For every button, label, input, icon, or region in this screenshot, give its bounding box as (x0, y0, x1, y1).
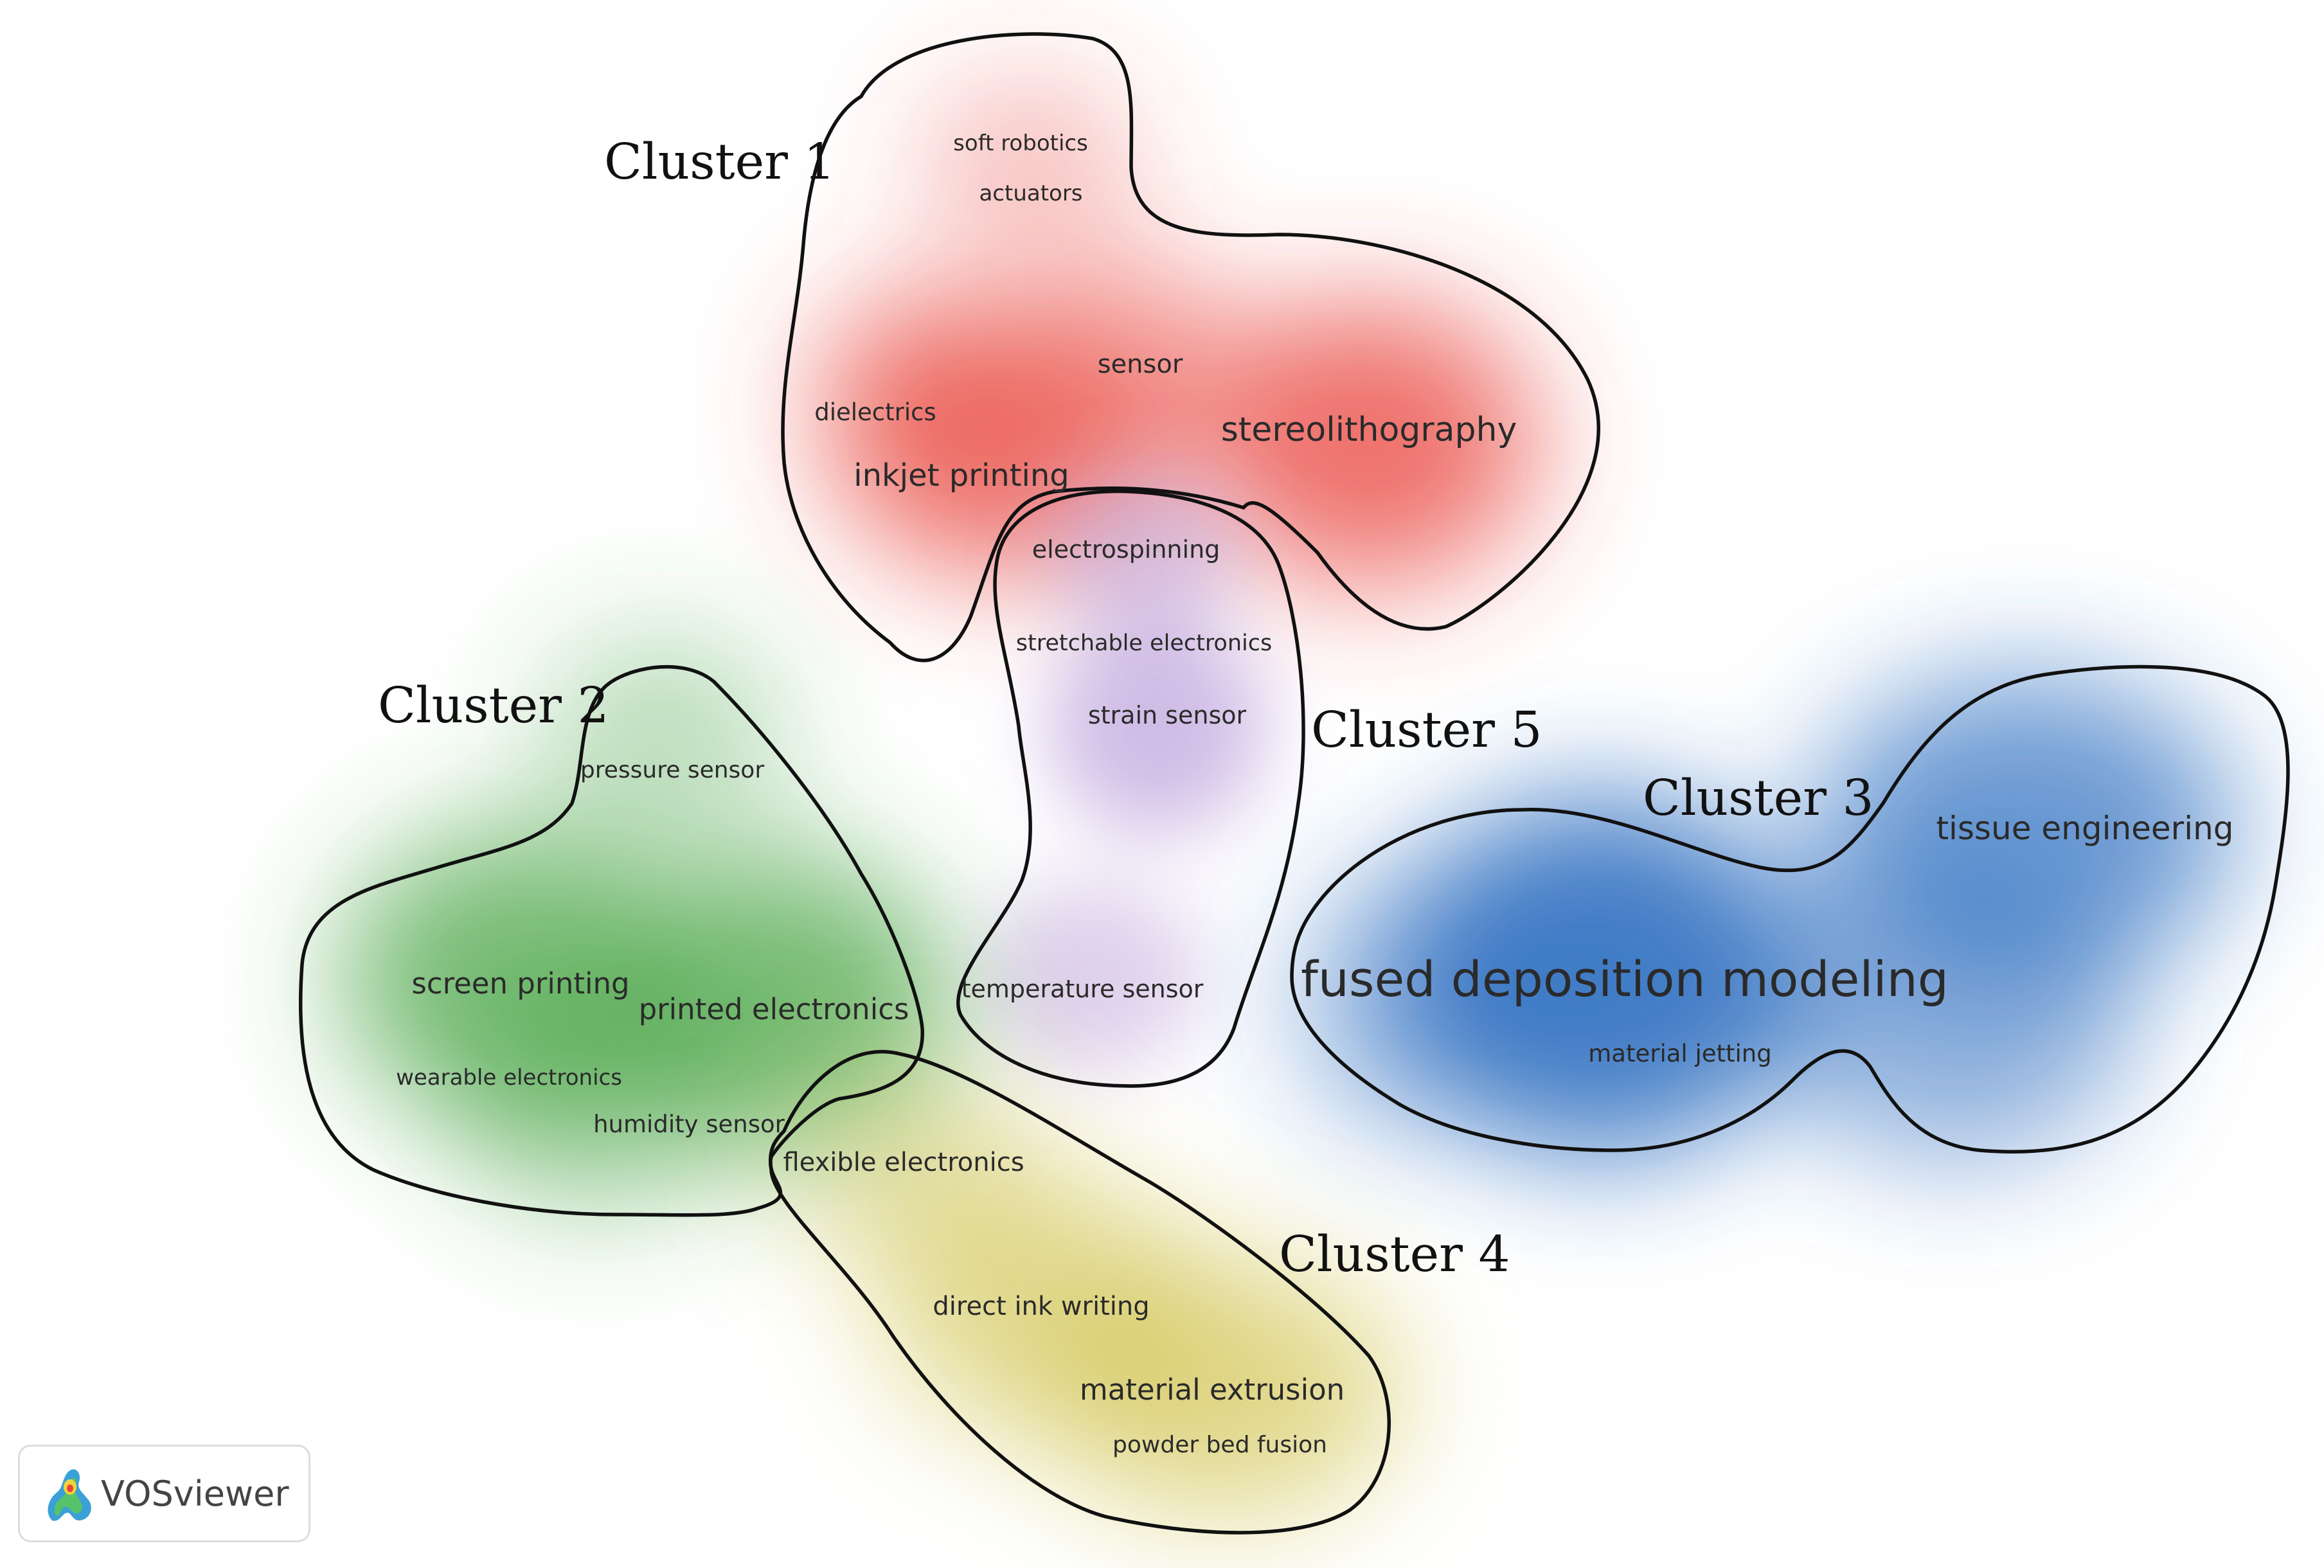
cluster-2-density (341, 630, 951, 1215)
term-label: stretchable electronics (1016, 630, 1272, 656)
cluster-3-title: Cluster 3 (1643, 770, 1873, 827)
term-label: soft robotics (953, 130, 1088, 156)
cluster-4-density (784, 1073, 1401, 1517)
term-label: wearable electronics (396, 1065, 622, 1091)
cluster-1-title: Cluster 1 (604, 134, 835, 191)
cluster-3-outline (1290, 664, 2290, 1154)
vosviewer-brand-name: VOSviewer (101, 1473, 289, 1514)
cluster-4-title: Cluster 4 (1279, 1226, 1510, 1283)
cluster-5-title: Cluster 5 (1311, 702, 1542, 759)
term-label: inkjet printing (854, 458, 1069, 494)
cluster-4-outline (769, 1049, 1391, 1535)
term-label: material jetting (1588, 1040, 1771, 1067)
cluster-2-title: Cluster 2 (378, 677, 609, 735)
term-label: fused deposition modeling (1301, 950, 1949, 1008)
cluster-5-outline (956, 489, 1305, 1088)
term-label: material extrusion (1080, 1373, 1345, 1407)
term-label: temperature sensor (961, 975, 1204, 1003)
term-label: flexible electronics (783, 1148, 1024, 1177)
vosviewer-brand-badge[interactable]: VOSviewer (18, 1445, 310, 1542)
cluster-5-density (983, 476, 1266, 1073)
term-label: electrospinning (1032, 535, 1220, 564)
cluster-outlines (298, 32, 2290, 1535)
cluster-titles: Cluster 1 Cluster 2 Cluster 3 Cluster 4 … (378, 134, 1873, 1283)
term-label: printed electronics (639, 992, 909, 1026)
vosviewer-logo-icon (48, 1469, 91, 1521)
cluster-1-outline (781, 32, 1600, 663)
term-label: strain sensor (1088, 701, 1247, 729)
term-label: screen printing (411, 967, 629, 1001)
term-label: humidity sensor (593, 1110, 785, 1138)
term-label: tissue engineering (1936, 810, 2233, 847)
density-layer (341, 77, 2237, 1517)
term-labels: soft robotics actuators sensor dielectri… (396, 130, 2234, 1458)
term-label: dielectrics (814, 398, 936, 426)
term-label: pressure sensor (580, 757, 764, 783)
term-label: direct ink writing (933, 1292, 1149, 1321)
term-label: powder bed fusion (1113, 1432, 1327, 1458)
term-label: sensor (1098, 350, 1183, 379)
term-label: actuators (979, 181, 1082, 206)
cluster-2-outline (298, 664, 924, 1217)
term-label: stereolithography (1221, 411, 1517, 449)
